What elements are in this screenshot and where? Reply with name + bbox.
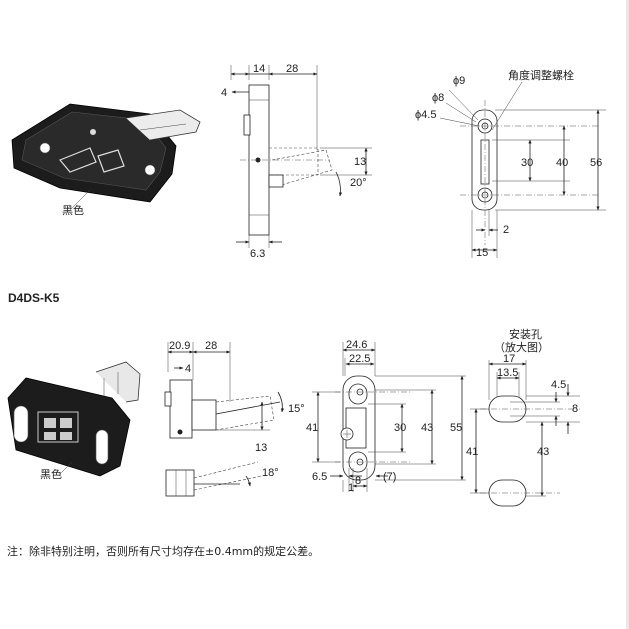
hole-title: 安装孔 xyxy=(509,327,542,341)
dim-bottom-4: 4 xyxy=(185,363,191,375)
bottom-photo-label: 黑色 xyxy=(40,467,62,481)
dim-bottom-1: 1 xyxy=(348,482,354,494)
dim-top-56: 56 xyxy=(590,157,602,169)
hole-dim-8: 8 xyxy=(572,403,578,415)
dim-top-14: 14 xyxy=(253,63,265,75)
mounting-hole-detail: 安装孔 （放大图） 17 13.5 4.5 8 41 43 xyxy=(466,327,580,507)
dim-bottom-6-5: 6.5 xyxy=(312,471,327,483)
dim-top-6-3: 6.3 xyxy=(250,248,265,260)
dim-bottom-22-5: 22.5 xyxy=(349,353,370,365)
hole-dim-4-5: 4.5 xyxy=(551,379,566,391)
angle-screw-label: 角度调整螺栓 xyxy=(508,68,574,82)
dim-bottom-30: 30 xyxy=(394,422,406,434)
model-heading: D4DS-K5 xyxy=(8,291,60,305)
dim-top-20deg: 20° xyxy=(350,177,367,189)
dim-bottom-41: 41 xyxy=(306,422,318,434)
dim-top-4: 4 xyxy=(221,87,227,99)
top-photo-label: 黑色 xyxy=(62,203,84,217)
dim-bottom-20-9: 20.9 xyxy=(169,340,190,352)
hole-dim-43: 43 xyxy=(537,446,549,458)
dim-bottom-43: 43 xyxy=(421,422,433,434)
dim-top-30: 30 xyxy=(521,157,533,169)
page-edge xyxy=(626,0,629,629)
dim-bottom-24-6: 24.6 xyxy=(346,339,367,351)
dim-bottom-15deg: 15° xyxy=(288,403,305,415)
dim-bottom-55: 55 xyxy=(450,422,462,434)
hole-dim-13-5: 13.5 xyxy=(497,367,518,379)
dim-top-40: 40 xyxy=(556,157,568,169)
phi4-5-label: ϕ4.5 xyxy=(415,109,436,121)
dim-top-2: 2 xyxy=(503,224,509,236)
top-side-view: 14 28 4 13 20° 6.3 xyxy=(221,63,372,260)
phi9-label: ϕ9 xyxy=(453,75,465,87)
hole-dim-17: 17 xyxy=(503,353,515,365)
dim-bottom-28: 28 xyxy=(205,340,217,352)
hole-subtitle: （放大图） xyxy=(494,340,549,354)
dim-bottom-18deg: 18° xyxy=(262,467,279,479)
top-front-view: 30 40 56 ϕ9 ϕ8 ϕ4.5 角度调整螺栓 2 15 xyxy=(415,68,606,259)
hole-dim-41: 41 xyxy=(466,446,478,458)
dim-bottom-7: (7) xyxy=(383,471,396,483)
bottom-side-view: 20.9 28 4 13 15° 18° xyxy=(164,340,305,497)
tolerance-note: 注：除非特别注明，否则所有尺寸均存在±0.4mm的规定公差。 xyxy=(7,544,319,558)
dim-bottom-13: 13 xyxy=(255,442,267,454)
dim-top-28: 28 xyxy=(286,63,298,75)
bottom-product-illustration xyxy=(7,361,141,477)
top-product-illustration xyxy=(11,103,201,211)
dim-top-13: 13 xyxy=(354,156,366,168)
phi8-label: ϕ8 xyxy=(432,92,444,104)
dim-top-15: 15 xyxy=(476,247,488,259)
bottom-front-view: 24.6 22.5 41 30 43 55 6.5 xyxy=(306,339,466,494)
dim-bottom-8: 8 xyxy=(355,475,361,487)
